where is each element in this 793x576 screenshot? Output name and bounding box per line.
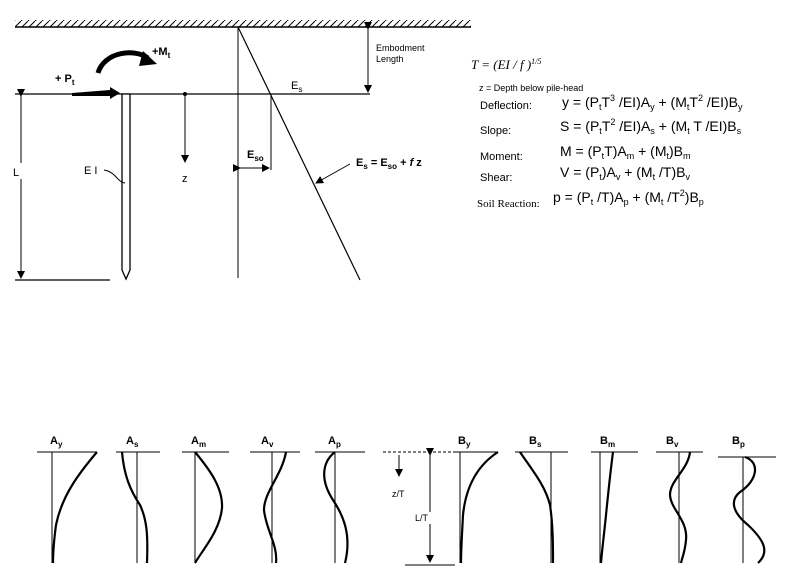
embedment-length-dimension: Embodment Length [364,22,425,93]
z-label: z [182,173,188,185]
shear-formula: V = (Pt)Av + (Mt /T)Bv [560,164,690,182]
t-definition: T = (EI / f )1/5 [471,57,541,72]
depth-arrow: z [181,92,189,185]
curve-panel-av: Av [250,435,300,564]
soil-reaction-formula: p = (Pt /T)Ap + (Mt /T2)Bp [553,188,704,207]
svg-text:Av: Av [261,435,274,449]
svg-text:By: By [458,435,471,449]
es-formula-label: Es = Eso + f z [356,157,422,171]
mt-label: +Mt [152,46,171,60]
zt-label: z/T [392,489,405,499]
pile [121,93,131,281]
ground-surface [15,20,471,28]
a-coefficient-curves: Ay As Am Av Ap [37,435,365,564]
b-coefficient-curves: By Bs Bm Bv Bp [455,435,776,564]
curve-panel-bm: Bm [591,435,638,564]
embedment-label-line2: Length [376,54,404,64]
length-dimension: L [10,89,25,279]
soil-reaction-name: Soil Reaction: [477,198,540,210]
slope-name: Slope: [480,125,511,137]
svg-text:Ay: Ay [50,435,63,449]
lateral-load-arrow: + Pt [55,73,120,99]
curve-panel-bv: Bv [656,435,703,564]
lt-label: L/T [415,513,429,523]
deflection-name: Deflection: [480,100,532,112]
curve-panel-bs: Bs [515,435,568,564]
curve-panel-as: As [116,435,160,564]
curve-panel-bp: Bp [718,435,776,564]
equations-block: T = (EI / f )1/5 z = Depth below pile-he… [471,57,743,210]
curve-panel-am: Am [182,435,229,564]
svg-text:As: As [126,435,139,449]
shear-name: Shear: [480,172,512,184]
eso-label: Eso [247,149,264,163]
soil-modulus-line [237,26,361,281]
svg-text:Bm: Bm [600,435,615,449]
slope-formula: S = (PtT2 /EI)As + (Mt T /EI)Bs [560,117,742,136]
deflection-formula: y = (PtT3 /EI)Ay + (MtT2 /EI)By [562,93,743,112]
moment-arrow: +Mt [95,46,171,74]
curve-panel-ap: Ap [315,435,365,564]
svg-text:Am: Am [191,435,206,449]
curve-panel-by: By [455,435,499,564]
normalized-depth-axis: z/T L/T [383,448,455,566]
ei-label: E I [84,165,97,177]
es-label: Es [291,80,302,94]
svg-text:Bp: Bp [732,435,745,449]
curve-panel-ay: Ay [37,435,98,564]
ei-leader [103,169,126,184]
l-label: L [13,167,19,179]
eso-dimension: Eso [233,149,270,172]
embedment-label-line1: Embodment [376,43,425,53]
svg-text:Ap: Ap [328,435,341,449]
moment-formula: M = (PtT)Am + (Mt)Bm [560,143,691,161]
svg-text:Bv: Bv [666,435,679,449]
svg-text:Bs: Bs [529,435,542,449]
moment-name: Moment: [480,151,523,163]
es-formula-leader [315,163,351,184]
pt-label: + Pt [55,73,75,87]
z-definition: z = Depth below pile-head [479,83,583,93]
